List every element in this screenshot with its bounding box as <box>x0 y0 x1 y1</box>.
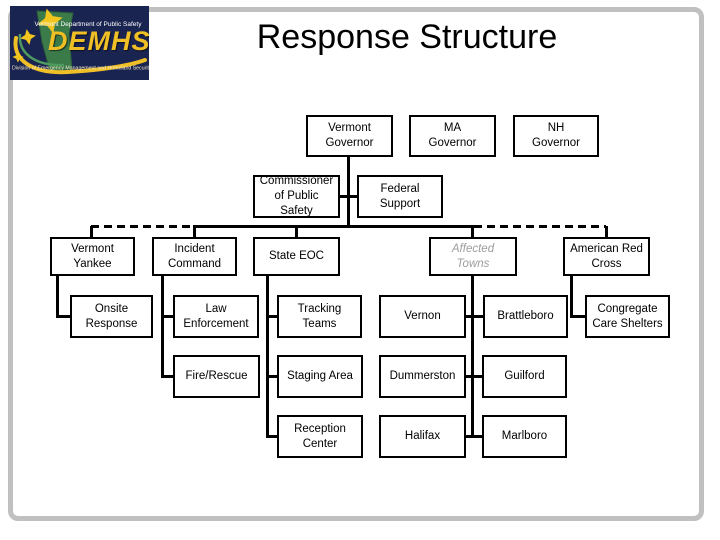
connector-eoc-branch <box>266 270 269 438</box>
connector-incident-branch <box>161 270 164 378</box>
connector-law-enforcement <box>161 315 174 318</box>
node-onsite-response: Onsite Response <box>70 295 153 338</box>
distribution-line-dashed-left <box>91 225 193 228</box>
connector-congregate-shelters <box>570 315 585 318</box>
star-icon <box>12 51 24 63</box>
node-staging-area: Staging Area <box>277 355 363 398</box>
node-incident-command: Incident Command <box>152 237 237 276</box>
node-ma-governor: MA Governor <box>409 115 496 157</box>
connector-halifax-marlboro <box>466 435 483 438</box>
connector-redcross-branch <box>570 270 573 318</box>
swoosh-green-icon <box>18 33 65 67</box>
vermont-state-icon <box>36 10 74 72</box>
connector-vernon-brattleboro <box>466 315 483 318</box>
node-tracking-teams: Tracking Teams <box>277 295 362 338</box>
logo-acronym: DEMHS <box>48 26 149 56</box>
node-affected-towns: Affected Towns <box>429 237 517 276</box>
connector-fire-rescue <box>161 375 174 378</box>
logo-division-text: Division of Emergency Management and Hom… <box>12 65 149 71</box>
node-state-eoc: State EOC <box>253 237 340 276</box>
node-halifax: Halifax <box>379 415 466 458</box>
connector-governor-feed <box>347 155 350 228</box>
node-brattleboro: Brattleboro <box>483 295 568 338</box>
connector-commissioner-federal <box>339 195 358 198</box>
connector-towns-branch <box>471 270 474 438</box>
connector-staging-area <box>266 375 278 378</box>
node-reception-center: Reception Center <box>277 415 363 458</box>
connector-yankee-branch <box>56 270 59 318</box>
drop-vermont-yankee <box>90 226 93 239</box>
star-icon <box>20 29 36 45</box>
node-guilford: Guilford <box>482 355 567 398</box>
node-vermont-yankee: Vermont Yankee <box>50 237 135 276</box>
distribution-line-dashed-right <box>474 225 606 228</box>
drop-incident-command <box>193 226 196 239</box>
node-vernon: Vernon <box>379 295 466 338</box>
node-federal-support: Federal Support <box>357 175 443 218</box>
node-law-enforcement: Law Enforcement <box>173 295 259 338</box>
connector-onsite-response <box>56 315 71 318</box>
connector-tracking-teams <box>266 315 278 318</box>
connector-reception-center <box>266 435 278 438</box>
node-fire-rescue: Fire/Rescue <box>173 355 260 398</box>
node-dummerston: Dummerston <box>379 355 466 398</box>
node-congregate-care-shelters: Congregate Care Shelters <box>585 295 670 338</box>
slide-title: Response Structure <box>256 18 558 56</box>
drop-affected-towns <box>471 226 474 240</box>
connector-dummerston-guilford <box>466 375 483 378</box>
distribution-line-solid <box>193 225 474 228</box>
drop-american-red-cross <box>605 226 608 240</box>
logo-department-text: Vermont Department of Public Safety <box>34 21 142 28</box>
node-nh-governor: NH Governor <box>513 115 599 157</box>
star-icon <box>37 8 63 34</box>
demhs-logo: Vermont Department of Public Safety DEMH… <box>10 6 149 80</box>
drop-state-eoc <box>295 226 298 239</box>
logo-art <box>12 8 147 75</box>
node-vermont-governor: Vermont Governor <box>306 115 393 157</box>
slide-border <box>8 7 704 521</box>
node-commissioner-of-public-safety: Commissioner of Public Safety <box>253 175 340 218</box>
node-marlboro: Marlboro <box>482 415 567 458</box>
node-american-red-cross: American Red Cross <box>563 237 650 276</box>
